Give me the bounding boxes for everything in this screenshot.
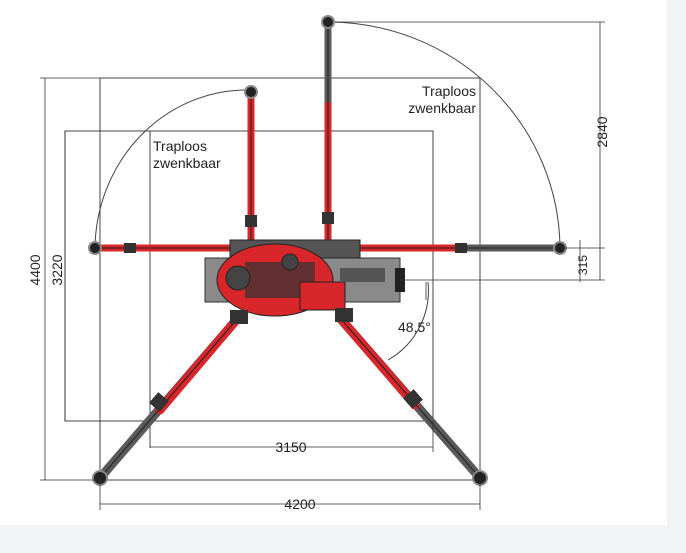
- right-swivel-arc: [327, 21, 561, 249]
- height-inner-label: 3220: [49, 254, 65, 285]
- dim-arm-offset: [400, 240, 605, 282]
- right-background-strip: [667, 0, 686, 553]
- left-swivel-arc: [94, 89, 248, 249]
- swivel-left-label-line1: Traploos: [153, 138, 207, 154]
- swivel-right-label-line1: Traploos: [422, 83, 476, 99]
- width-outer-label: 4200: [284, 496, 315, 512]
- outrigger-bottom-right: [335, 313, 488, 486]
- bottom-background-strip: [0, 525, 686, 553]
- outer-footprint-frame: [99, 77, 481, 481]
- dim-arm-reach: [335, 21, 605, 280]
- height-outer-label: 4400: [27, 254, 43, 285]
- swivel-left-label-line2: zwenkbaar: [153, 155, 221, 171]
- angle-label: 48,5°: [398, 319, 431, 335]
- spider-lift-top-view: 4200 3150 4400 3220 2840 315 48,5° Trapl…: [27, 15, 610, 512]
- swivel-right-label-line2: zwenkbaar: [408, 100, 476, 116]
- machine-body: [204, 239, 405, 324]
- arm-reach-label: 2840: [594, 116, 610, 147]
- arm-right: [336, 241, 567, 255]
- dim-width-inner: [150, 421, 434, 452]
- arm-vertical-right: [321, 15, 335, 252]
- angle-arc: [387, 281, 429, 361]
- arm-left: [88, 241, 244, 255]
- outrigger-bottom-left: [92, 313, 243, 486]
- width-inner-label: 3150: [275, 439, 306, 455]
- arm-offset-label: 315: [576, 255, 590, 275]
- arm-vertical-left: [244, 85, 258, 252]
- dim-width-outer: [99, 480, 481, 510]
- dim-height-outer: [40, 77, 100, 481]
